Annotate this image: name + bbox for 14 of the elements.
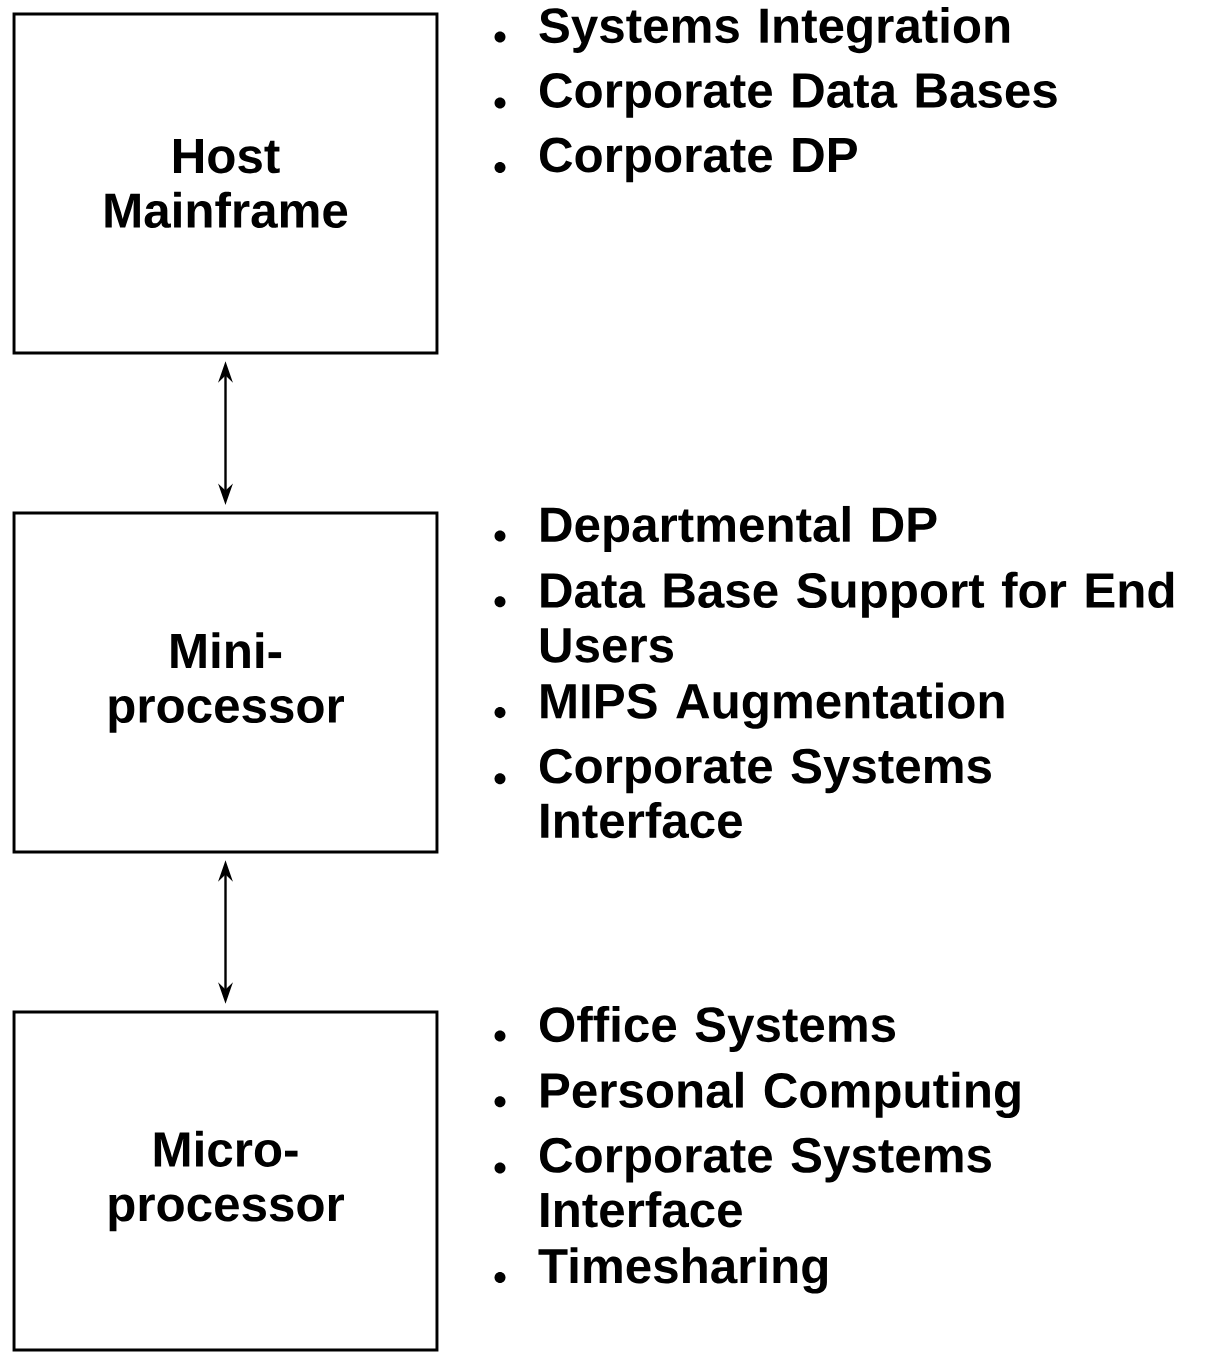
bullet-item: Corporate DP: [494, 137, 857, 183]
process-box: Host Mainframe: [12, 12, 439, 355]
bullet-item: Corporate Systems Interface: [494, 1137, 991, 1228]
bullet-item: MIPS Augmentation: [494, 682, 1004, 729]
bullet-item: Corporate Systems Interface: [494, 748, 991, 839]
bullet-item: Timesharing: [494, 1247, 828, 1294]
bullet-item: Personal Computing: [494, 1071, 1020, 1118]
bullet-item: Data Base Support for End Users: [494, 571, 1174, 663]
bullet-item: Departmental DP: [494, 505, 937, 552]
process-box: Mini- processor: [12, 511, 439, 854]
bullet-item: Systems Integration: [494, 6, 1010, 54]
process-box: Micro- processor: [12, 1010, 439, 1352]
bullet-item: Office Systems: [494, 1005, 896, 1052]
bullet-item: Corporate Data Bases: [494, 73, 1057, 118]
